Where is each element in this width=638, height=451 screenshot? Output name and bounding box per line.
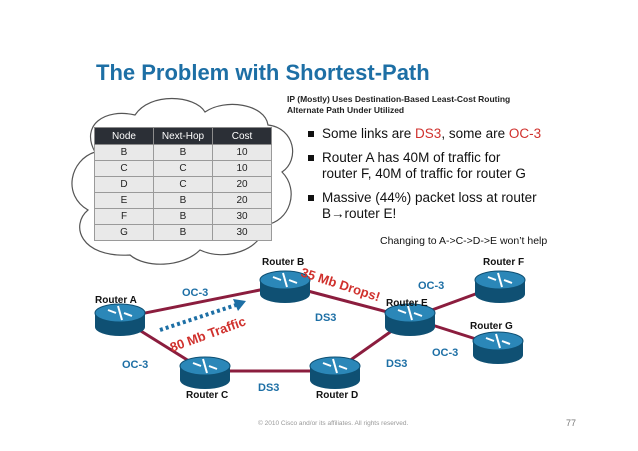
bullet-square-icon [308, 155, 314, 161]
traffic-arrow [159, 303, 237, 332]
router-icons [94, 270, 526, 389]
bullet-list: Some links are DS3, some are OC-3 Router… [308, 126, 628, 230]
bullet-item: Massive (44%) packet loss at router B→ro… [308, 190, 628, 222]
table-header-row: Node Next-Hop Cost [94, 127, 272, 145]
highlight-ds3: DS3 [415, 126, 442, 141]
page-title: The Problem with Shortest-Path [96, 60, 430, 85]
table-cell: C [153, 176, 213, 193]
link-label-d-e: DS3 [386, 358, 407, 370]
sub-note-line: Alternate Path Under Utilized [287, 105, 405, 115]
page-number: 77 [566, 418, 577, 428]
routing-table: Node Next-Hop Cost B B 10 C C 10 D C 20 [94, 127, 272, 241]
table-row: C C 10 [94, 160, 272, 177]
table-cell: B [153, 192, 213, 209]
bullet-text: B→router E! [322, 206, 397, 221]
routing-table-wrap: Node Next-Hop Cost B B 10 C C 10 D C 20 [94, 127, 272, 241]
bullet-text: Router A has 40M of traffic for [322, 150, 501, 165]
traffic-label: 80 Mb Traffic [168, 314, 248, 355]
traffic-arrowhead [233, 299, 246, 311]
router-b-label: Router B [262, 257, 304, 268]
table-cell: 10 [212, 144, 272, 161]
column-header: Next-Hop [153, 127, 213, 145]
sub-note-line: IP (Mostly) Uses Destination-Based Least… [287, 94, 511, 104]
table-row: E B 20 [94, 192, 272, 209]
table-cell: B [153, 208, 213, 225]
table-cell: F [94, 208, 154, 225]
bullet-text: router F, 40M of traffic for router G [322, 166, 526, 181]
table-row: G B 30 [94, 224, 272, 241]
table-cell: C [153, 160, 213, 177]
link-label-c-d: DS3 [258, 382, 279, 394]
sub-note: IP (Mostly) Uses Destination-Based Least… [287, 94, 510, 116]
link-label-e-g: OC-3 [432, 347, 458, 359]
bullet-item: Some links are DS3, some are OC-3 [308, 126, 628, 142]
table-cell: 30 [212, 224, 272, 241]
router-g-label: Router G [470, 321, 513, 332]
table-cell: B [94, 144, 154, 161]
link-label-a-b: OC-3 [182, 287, 208, 299]
help-note: Changing to A->C->D->E won’t help [380, 235, 548, 247]
table-cell: C [94, 160, 154, 177]
bullet-square-icon [308, 131, 314, 137]
table-cell: 20 [212, 176, 272, 193]
table-row: B B 10 [94, 144, 272, 161]
link-label-a-c: OC-3 [122, 359, 148, 371]
column-header: Node [94, 127, 154, 145]
router-c-label: Router C [186, 390, 228, 401]
bullet-square-icon [308, 195, 314, 201]
router-e-label: Router E [386, 298, 428, 309]
table-row: F B 30 [94, 208, 272, 225]
table-cell: 10 [212, 160, 272, 177]
table-row: D C 20 [94, 176, 272, 193]
link-label-b-e: DS3 [315, 312, 336, 324]
router-e-icon [384, 303, 436, 336]
bullet-item: Router A has 40M of traffic for router F… [308, 150, 628, 182]
table-cell: 20 [212, 192, 272, 209]
highlight-oc3: OC-3 [508, 126, 542, 141]
table-cell: B [153, 224, 213, 241]
link-a-b [119, 283, 286, 320]
table-cell: D [94, 176, 154, 193]
router-d-label: Router D [316, 390, 358, 401]
table-cell: E [94, 192, 154, 209]
copyright-footer: © 2010 Cisco and/or its affiliates. All … [258, 420, 409, 427]
bullet-text: , some are [441, 126, 509, 141]
table-cell: 30 [212, 208, 272, 225]
router-a-icon [94, 303, 146, 336]
router-c-icon [179, 356, 231, 389]
table-cell: G [94, 224, 154, 241]
bullet-text: Some links are [322, 126, 416, 141]
router-a-label: Router A [95, 295, 137, 306]
table-cell: B [153, 144, 213, 161]
router-g-icon [472, 331, 524, 364]
link-label-e-f: OC-3 [418, 280, 444, 292]
router-f-icon [474, 270, 526, 303]
bullet-text: Massive (44%) packet loss at router [322, 190, 537, 205]
router-b-icon [259, 270, 311, 303]
router-f-label: Router F [483, 257, 524, 268]
column-header: Cost [212, 127, 272, 145]
router-d-icon [309, 356, 361, 389]
